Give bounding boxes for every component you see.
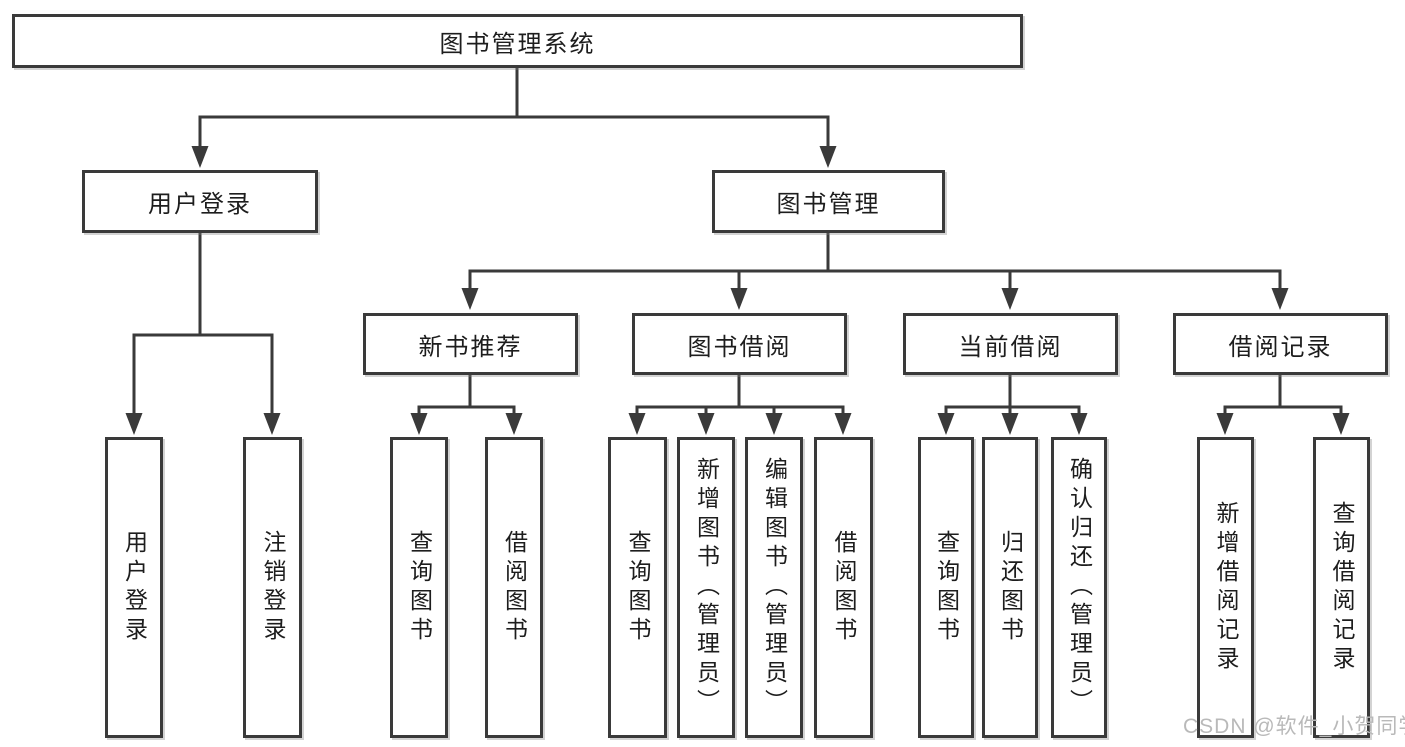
- node-current-borrowing: 当前借阅: [903, 313, 1118, 375]
- node-label: 编辑图书（管理员）: [761, 457, 788, 718]
- leaf-add-borrow-record: 新增借阅记录: [1197, 437, 1254, 738]
- leaf-query-books-borrow: 查询图书: [608, 437, 667, 738]
- node-label: 查询图书: [933, 529, 960, 646]
- leaf-confirm-return-admin: 确认归还（管理员）: [1051, 437, 1107, 738]
- node-label: 图书管理系统: [439, 30, 596, 58]
- node-label: 查询图书: [406, 529, 433, 646]
- node-book-management: 图书管理: [712, 170, 945, 233]
- node-user-login: 用户登录: [82, 170, 318, 233]
- node-label: 当前借阅: [958, 333, 1063, 361]
- node-label: 查询图书: [625, 529, 651, 646]
- node-borrowing-records: 借阅记录: [1173, 313, 1388, 375]
- leaf-return-book: 归还图书: [982, 437, 1038, 738]
- leaf-user-login: 用户登录: [105, 437, 163, 738]
- leaf-edit-book-admin: 编辑图书（管理员）: [745, 437, 803, 738]
- node-label: 借阅图书: [501, 529, 528, 646]
- node-label: 借阅图书: [831, 529, 857, 646]
- node-label: 用户登录: [121, 529, 148, 646]
- leaf-borrow-books-recommend: 借阅图书: [485, 437, 543, 738]
- arrowheads: [125, 146, 1350, 435]
- node-label: 图书借阅: [687, 333, 792, 361]
- node-label: 用户登录: [148, 191, 252, 218]
- node-label: 查询借阅记录: [1329, 500, 1355, 675]
- node-label: 新书推荐: [418, 333, 523, 361]
- node-label: 归还图书: [997, 529, 1024, 646]
- leaf-borrow-books: 借阅图书: [814, 437, 873, 738]
- watermark: CSDN @软件_小贺同学: [1183, 715, 1405, 738]
- node-label: 图书管理: [776, 191, 881, 218]
- node-new-book-recommendation: 新书推荐: [363, 313, 578, 375]
- leaf-query-books-current: 查询图书: [918, 437, 974, 738]
- node-book-borrowing: 图书借阅: [632, 313, 847, 375]
- node-label: 新增图书（管理员）: [693, 457, 720, 718]
- node-label: 注销登录: [260, 529, 286, 646]
- leaf-add-book-admin: 新增图书（管理员）: [677, 437, 735, 738]
- node-library-management-system: 图书管理系统: [12, 14, 1023, 68]
- leaf-logout: 注销登录: [243, 437, 302, 738]
- node-label: 借阅记录: [1228, 333, 1333, 361]
- node-label: 新增借阅记录: [1213, 500, 1239, 675]
- leaf-query-books-recommend: 查询图书: [390, 437, 448, 738]
- leaf-query-borrow-record: 查询借阅记录: [1313, 437, 1370, 738]
- node-label: 确认归还（管理员）: [1066, 457, 1093, 718]
